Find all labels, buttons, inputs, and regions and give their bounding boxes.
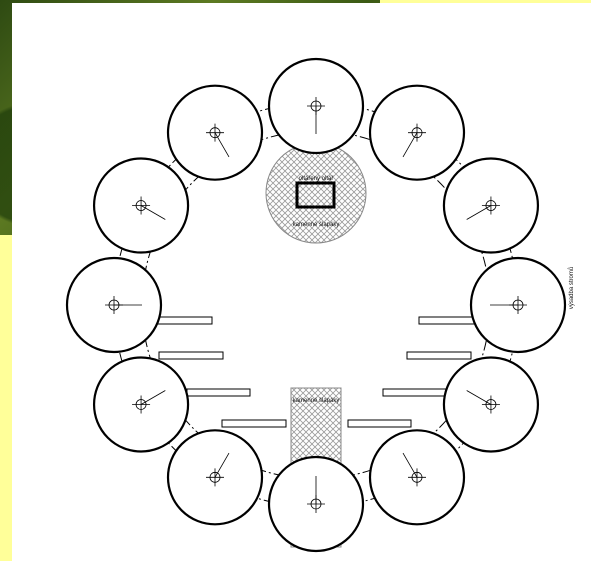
tree-symbol <box>368 429 466 526</box>
center-label-top: oltářený oltář <box>299 176 335 182</box>
center-label-bottom: kamenné šlapáky <box>293 222 340 228</box>
bench <box>186 388 251 397</box>
side-label: výsadba stromů <box>568 267 575 309</box>
altar-rectangle <box>295 181 336 209</box>
tree-symbol <box>267 57 365 155</box>
tree-symbol <box>92 356 190 453</box>
path-label: kamenné šlapáky <box>293 398 340 404</box>
bench <box>347 419 412 428</box>
tree-symbol <box>166 84 264 181</box>
tree-symbol <box>368 84 466 181</box>
bench <box>382 388 447 397</box>
tree-symbol <box>267 455 365 553</box>
central-hatched-circle <box>265 142 367 244</box>
tree-symbol <box>166 429 264 526</box>
tree-symbol <box>442 356 540 453</box>
tree-symbol <box>469 256 567 354</box>
tree-ring <box>65 57 567 553</box>
bench <box>406 351 472 360</box>
bench <box>221 419 287 428</box>
tree-symbol <box>92 157 190 254</box>
tree-symbol <box>442 157 540 254</box>
tree-symbol <box>65 256 163 354</box>
bench <box>158 351 224 360</box>
